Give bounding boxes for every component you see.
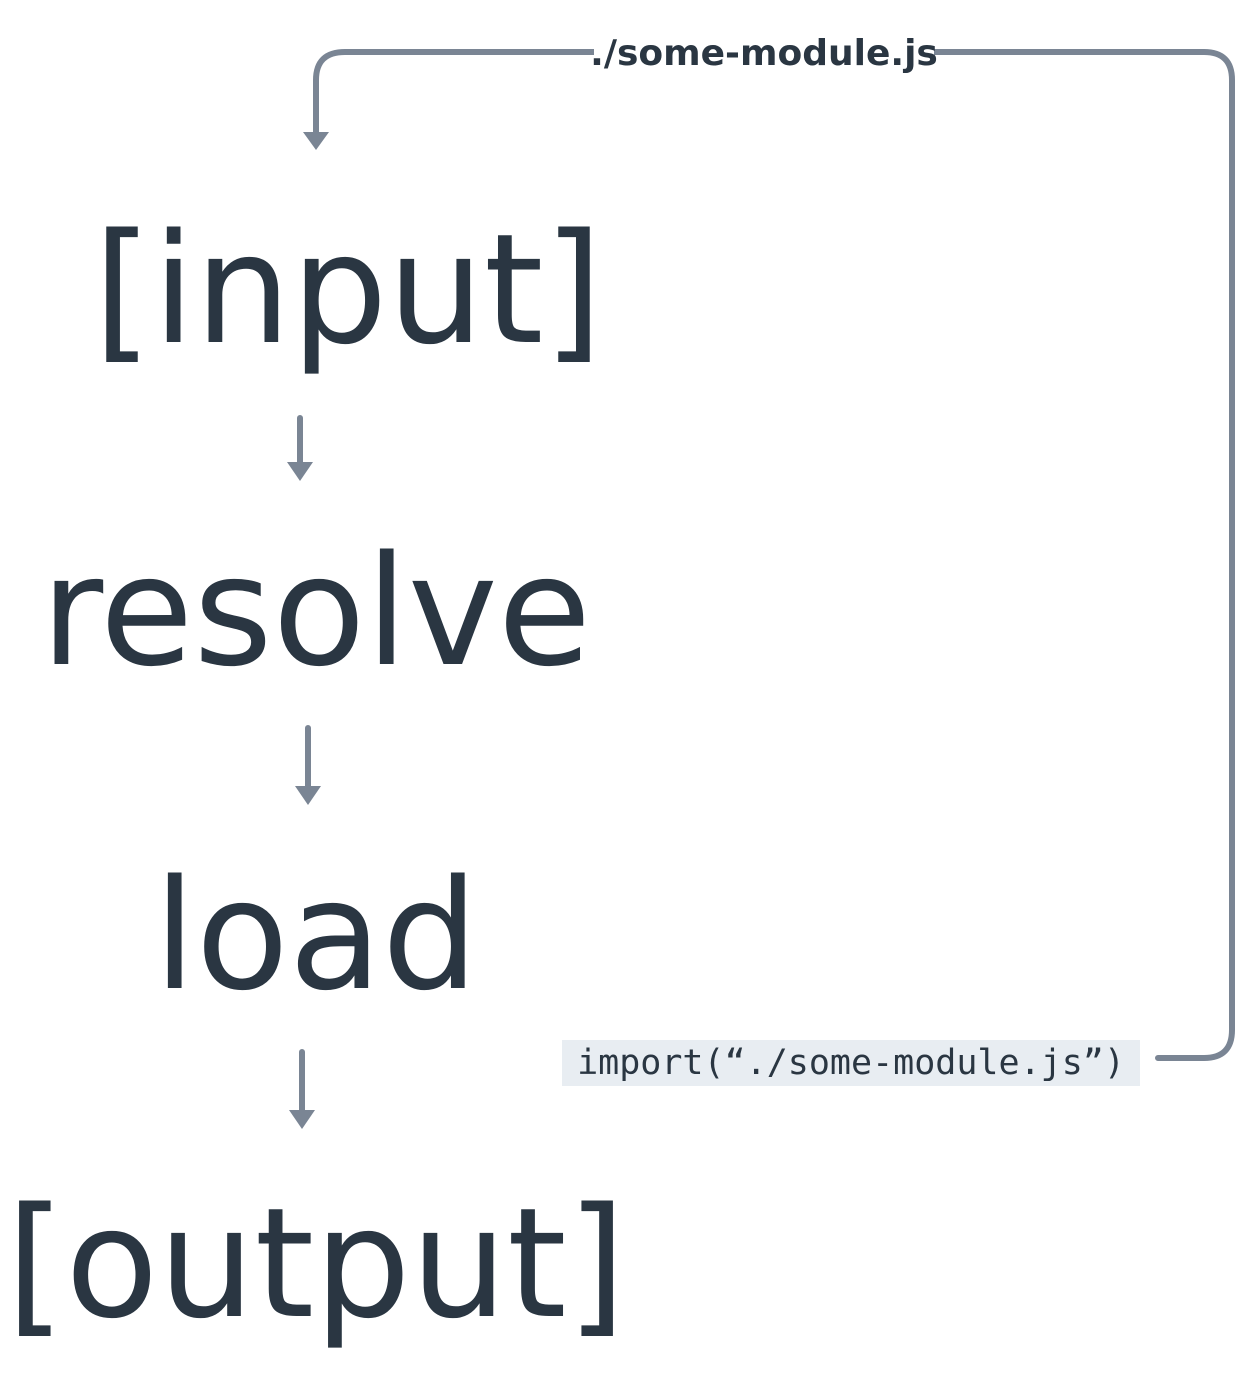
- loop-arrowhead: [303, 132, 329, 150]
- stage-output: [output]: [6, 1175, 626, 1352]
- arrowhead-resolve-to-load: [295, 786, 321, 805]
- loop-label: ./some-module.js: [590, 33, 938, 74]
- loop-connector: [313, 49, 1235, 1061]
- arrowhead-input-to-resolve: [287, 462, 313, 481]
- import-code-chip: [562, 1040, 1140, 1086]
- stage-load: load: [154, 847, 479, 1024]
- import-code-text: import(“./some-module.js”): [577, 1043, 1125, 1083]
- stage-resolve: resolve: [41, 523, 592, 700]
- stage-input: [input]: [93, 201, 603, 378]
- loop-label-background: [594, 32, 934, 74]
- arrowhead-load-to-output: [289, 1110, 315, 1129]
